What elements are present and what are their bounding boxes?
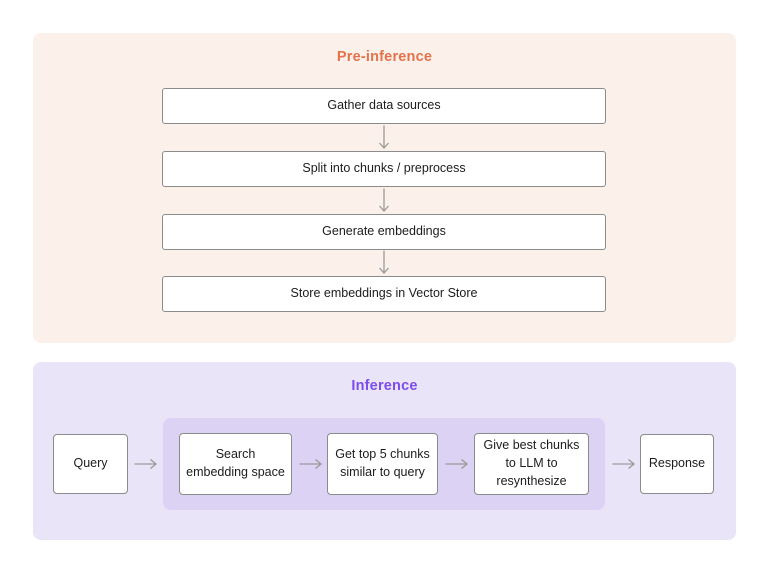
inference-panel: Inference Query Search embedding space G… bbox=[33, 362, 736, 540]
step-split-into-chunks: Split into chunks / preprocess bbox=[162, 151, 606, 187]
node-label: Get top 5 chunks similar to query bbox=[335, 447, 430, 479]
pre-inference-title: Pre-inference bbox=[336, 49, 433, 65]
inference-title: Inference bbox=[351, 378, 418, 394]
arrow-down-icon bbox=[377, 188, 391, 213]
step-label: Generate embeddings bbox=[322, 224, 446, 239]
node-response: Response bbox=[640, 434, 714, 494]
node-get-top-chunks: Get top 5 chunks similar to query bbox=[327, 433, 438, 495]
node-search-embedding-space: Search embedding space bbox=[179, 433, 292, 495]
node-label: Response bbox=[648, 456, 706, 471]
node-label: Search embedding space bbox=[186, 447, 285, 479]
arrow-right-icon bbox=[299, 458, 323, 470]
arrow-down-icon bbox=[377, 250, 391, 275]
step-gather-data-sources: Gather data sources bbox=[162, 88, 606, 124]
step-label: Gather data sources bbox=[327, 98, 441, 113]
node-label: Give best chunks to LLM to resynthesize bbox=[483, 438, 580, 488]
step-store-embeddings: Store embeddings in Vector Store bbox=[162, 276, 606, 312]
step-label: Split into chunks / preprocess bbox=[302, 161, 466, 176]
arrow-right-icon bbox=[134, 458, 158, 470]
node-query: Query bbox=[53, 434, 128, 494]
pre-inference-panel: Pre-inference Gather data sources Split … bbox=[33, 33, 736, 343]
step-generate-embeddings: Generate embeddings bbox=[162, 214, 606, 250]
arrow-down-icon bbox=[377, 125, 391, 150]
arrow-right-icon bbox=[445, 458, 469, 470]
node-give-chunks-to-llm: Give best chunks to LLM to resynthesize bbox=[474, 433, 589, 495]
arrow-right-icon bbox=[612, 458, 636, 470]
step-label: Store embeddings in Vector Store bbox=[290, 286, 478, 301]
node-label: Query bbox=[73, 456, 108, 471]
